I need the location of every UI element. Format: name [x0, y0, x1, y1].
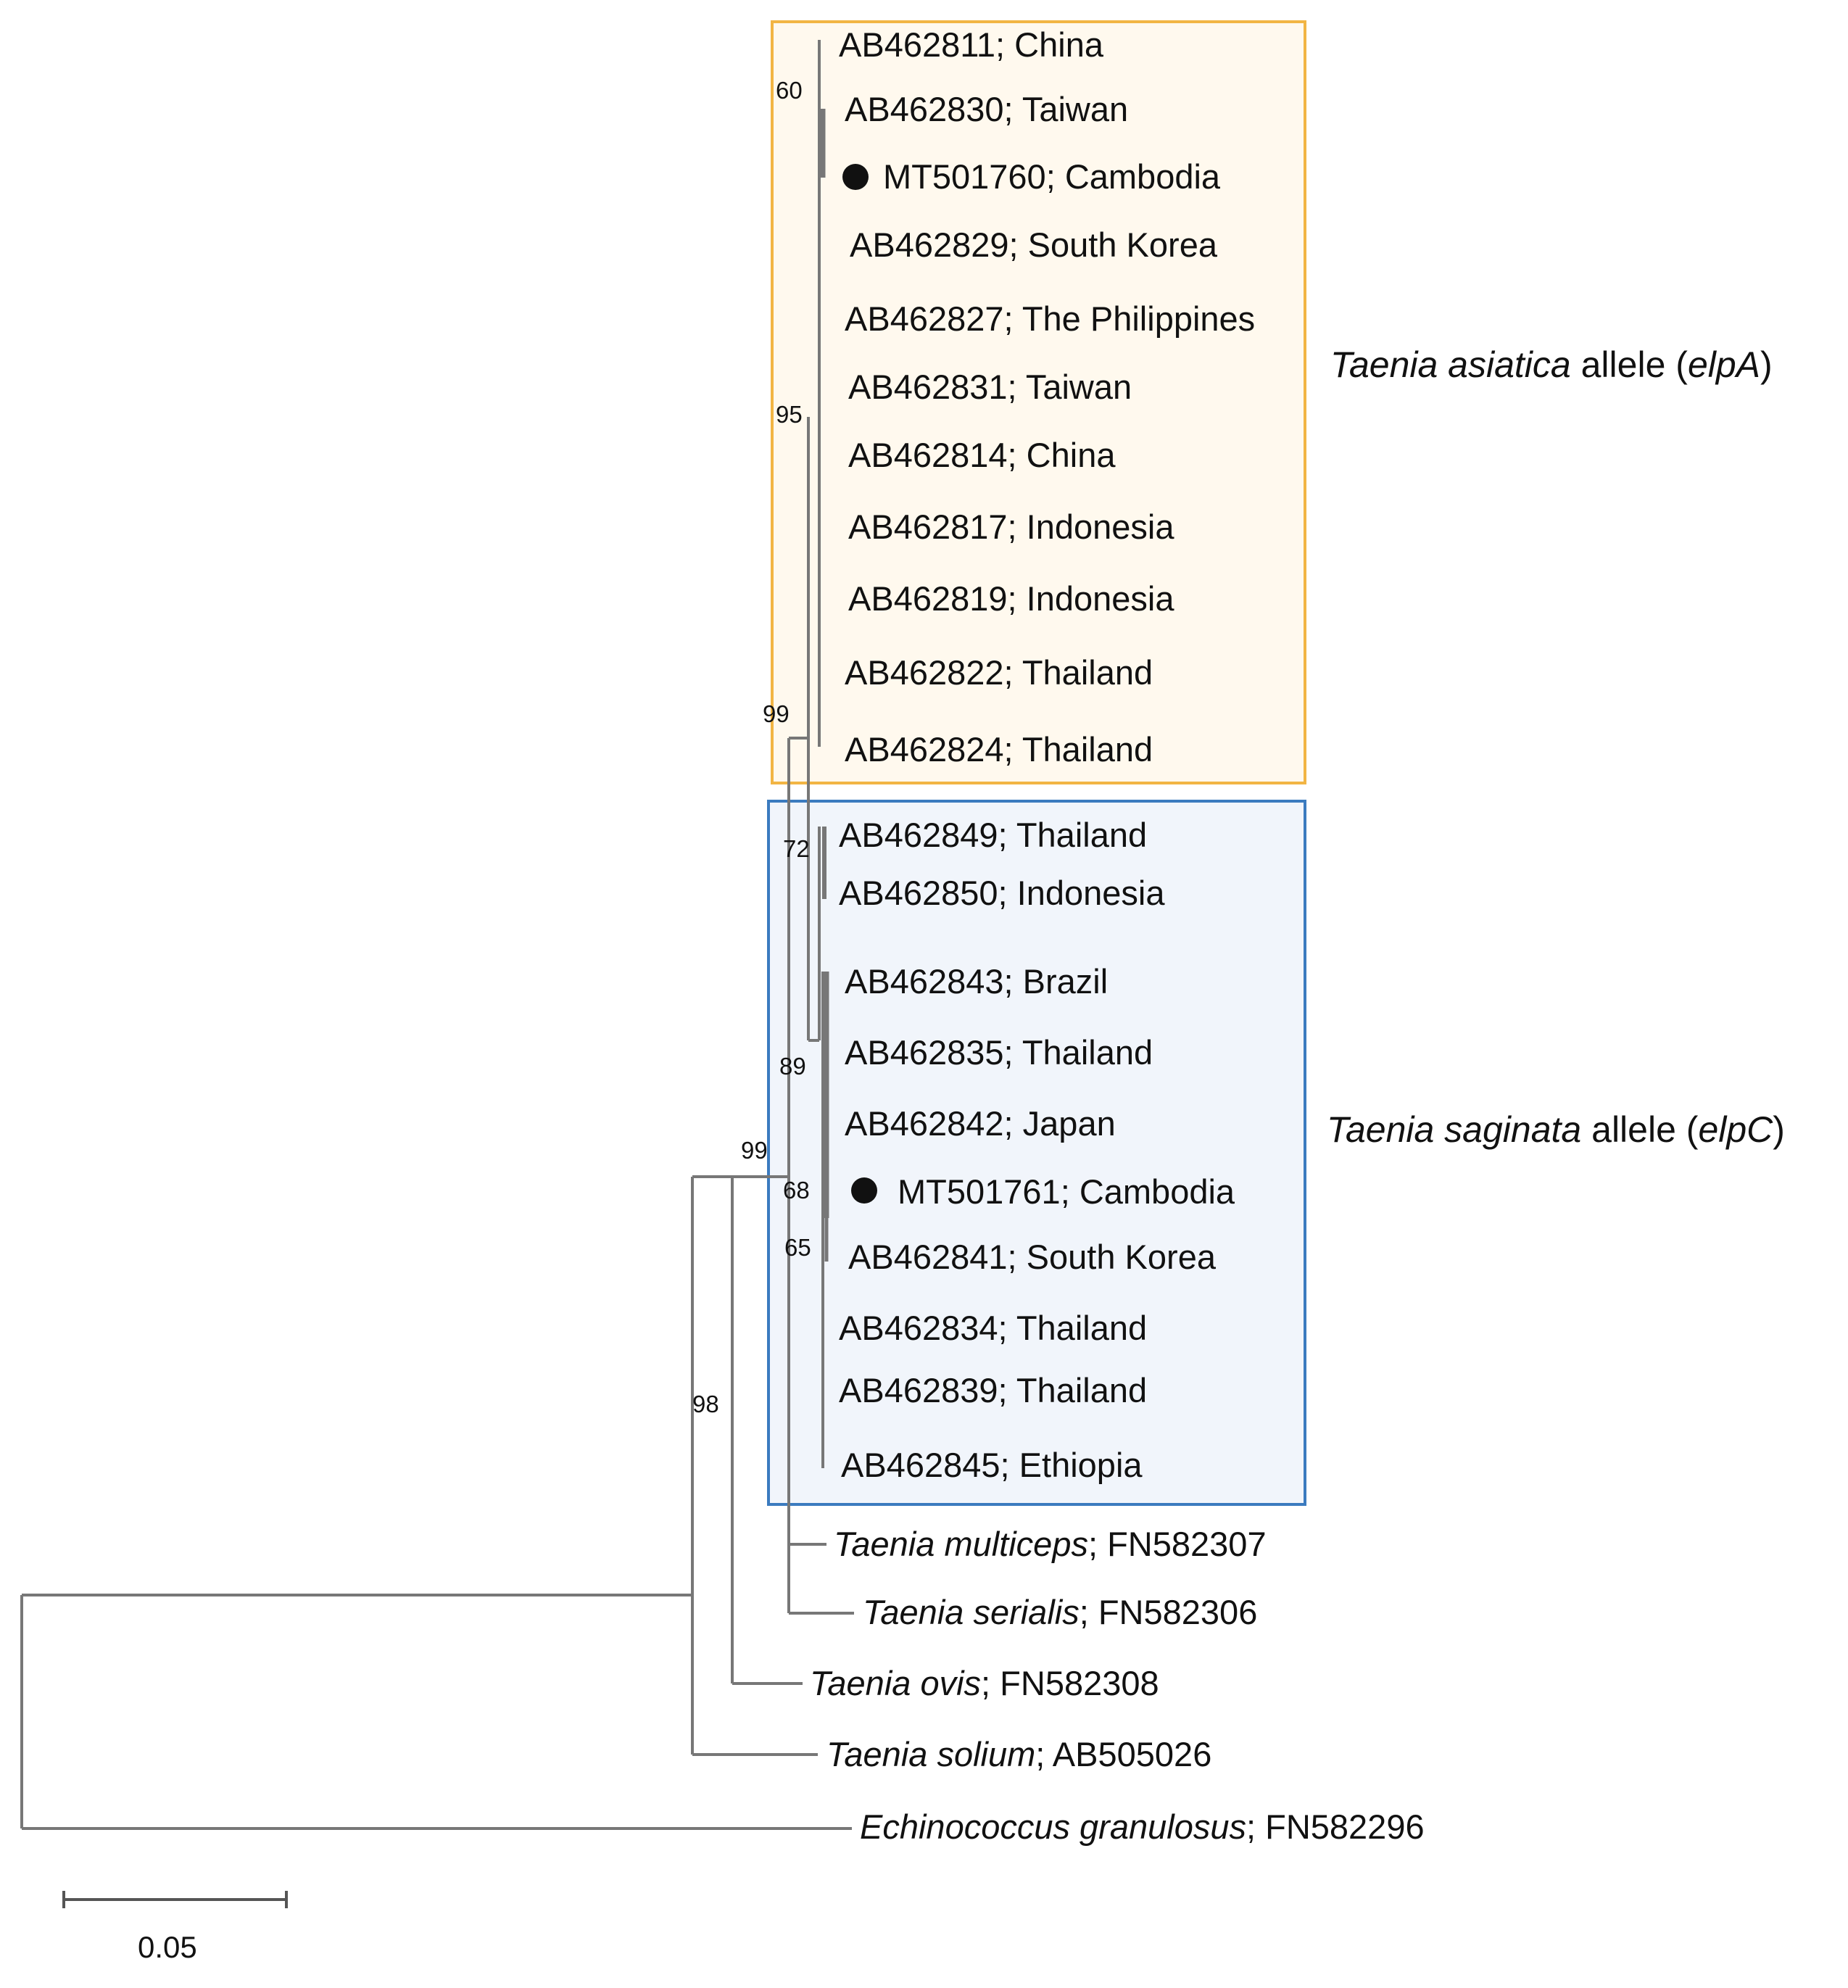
bootstrap-value: 98: [692, 1391, 719, 1417]
taxon-label: AB462822; Thailand: [845, 653, 1153, 692]
taxon-label: Echinococcus granulosus; FN582296: [860, 1807, 1425, 1846]
taenia-saginata-clade-box: [767, 800, 1306, 1506]
bootstrap-value: 99: [763, 700, 790, 727]
taxon-label: AB462839; Thailand: [839, 1371, 1147, 1409]
taxon-label: AB462829; South Korea: [850, 225, 1218, 264]
taxon-label: AB462843; Brazil: [845, 962, 1108, 1001]
taxon-label: AB462824; Thailand: [845, 730, 1153, 769]
taxon-label: AB462831; Taiwan: [848, 368, 1132, 406]
taxon-label: Taenia serialis; FN582306: [863, 1593, 1257, 1631]
tree-branches: [20, 40, 854, 1830]
bootstrap-value: 60: [776, 77, 803, 104]
taxon-label: AB462817; Indonesia: [848, 508, 1174, 546]
taxon-label: MT501760; Cambodia: [883, 157, 1221, 196]
outgroup-taxa: Taenia multiceps; FN582307 Taenia serial…: [810, 1525, 1425, 1846]
bootstrap-value: 95: [776, 401, 803, 428]
bootstrap-value: 72: [783, 835, 810, 862]
taxon-label: AB462842; Japan: [845, 1104, 1116, 1143]
taxon-label: AB462827; The Philippines: [845, 299, 1255, 338]
bootstrap-value: 68: [783, 1177, 810, 1204]
taxon-label: AB462850; Indonesia: [839, 874, 1165, 912]
taxon-label: AB462834; Thailand: [839, 1309, 1147, 1347]
saginata-clade-label: Taenia saginata allele (elpC): [1327, 1109, 1785, 1150]
taxon-label: AB462841; South Korea: [848, 1238, 1217, 1276]
asiatica-clade-label: Taenia asiatica allele (elpA): [1330, 344, 1773, 385]
bootstrap-values: 60 95 99 72 89 99 68 65 98: [692, 77, 811, 1417]
taxon-label: MT501761; Cambodia: [898, 1172, 1235, 1211]
taxon-label: AB462830; Taiwan: [845, 90, 1128, 128]
saginata-taxa: AB462849; Thailand AB462850; Indonesia A…: [839, 816, 1235, 1484]
taxon-label: AB462819; Indonesia: [848, 579, 1174, 618]
bootstrap-value: 65: [784, 1234, 811, 1261]
taxon-label: Taenia ovis; FN582308: [810, 1664, 1159, 1702]
bootstrap-value: 99: [741, 1137, 768, 1164]
taenia-asiatica-clade-box: [771, 20, 1306, 784]
taxon-label: AB462811; China: [839, 25, 1104, 64]
asiatica-taxa: AB462811; China AB462830; Taiwan MT50176…: [839, 25, 1255, 769]
taxon-label: AB462849; Thailand: [839, 816, 1147, 854]
taxon-label: AB462814; China: [848, 436, 1116, 474]
scale-bar: 0.05: [62, 1891, 288, 1964]
taxon-label: AB462845; Ethiopia: [841, 1446, 1143, 1484]
taxon-label: Taenia multiceps; FN582307: [834, 1525, 1267, 1563]
scale-bar-label: 0.05: [138, 1930, 197, 1964]
bootstrap-value: 89: [779, 1053, 806, 1080]
taxon-label: Taenia solium; AB505026: [826, 1735, 1211, 1773]
taxon-label: AB462835; Thailand: [845, 1033, 1153, 1072]
cambodia-marker-icon: [851, 1177, 877, 1204]
cambodia-marker-icon: [842, 164, 869, 190]
